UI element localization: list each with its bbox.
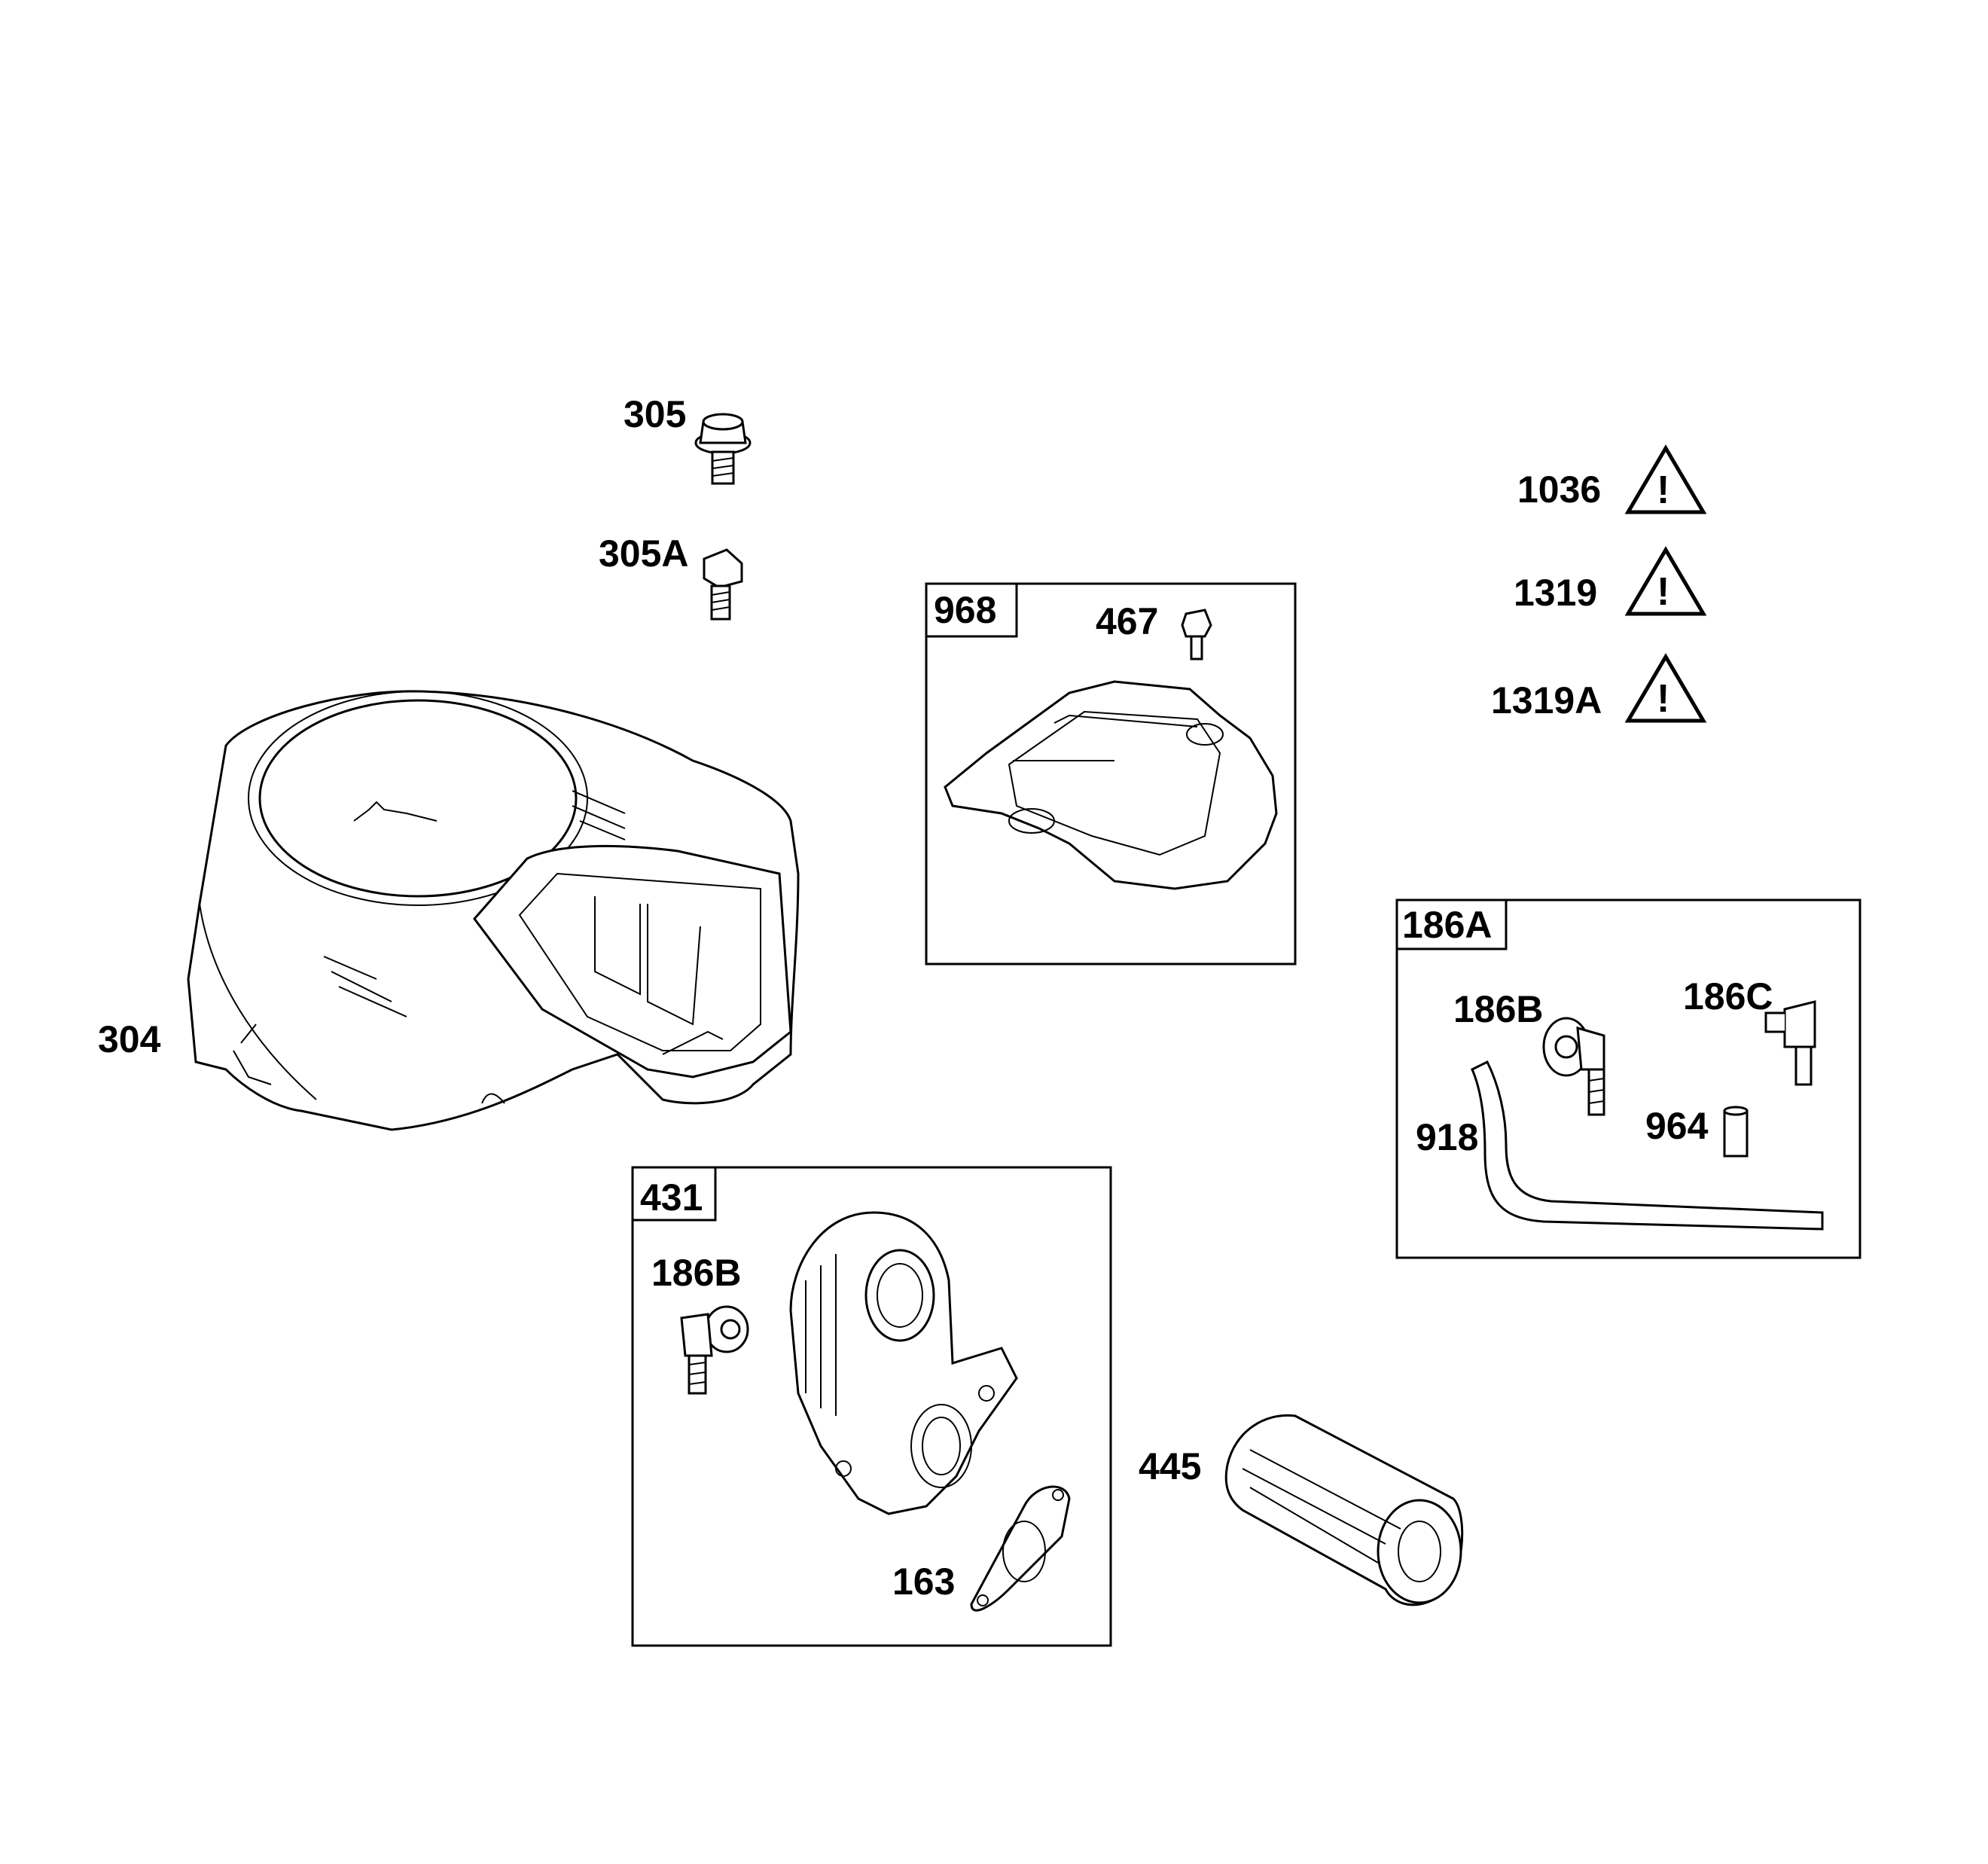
part-186c-fitting: [1764, 1000, 1816, 1086]
callout-305: 305: [624, 393, 687, 435]
part-186b-fitting: [680, 1305, 749, 1395]
warning-1036-icon: !: [1624, 444, 1707, 514]
part-431-intake-elbow: [789, 1211, 1018, 1515]
callout-186b: 186B: [651, 1252, 742, 1294]
callout-186c: 186C: [1683, 975, 1773, 1017]
callout-968: 968: [934, 589, 997, 631]
part-445-filter: [1224, 1414, 1464, 1606]
part-305a-screw: [703, 548, 743, 621]
warning-1319a-icon: !: [1624, 653, 1707, 723]
callout-918: 918: [1416, 1116, 1479, 1158]
part-305-bolt: [694, 413, 752, 485]
callout-964: 964: [1645, 1105, 1709, 1147]
part-186b-fitting-kit: [1542, 1017, 1605, 1116]
callout-467: 467: [1096, 600, 1159, 642]
svg-text:!: !: [1657, 468, 1669, 512]
part-163-gasket: [970, 1485, 1071, 1612]
part-304-blower-housing: [187, 690, 800, 1131]
callout-304: 304: [98, 1018, 161, 1060]
callout-431: 431: [640, 1176, 703, 1219]
callout-1319: 1319: [1514, 572, 1598, 614]
callout-1319a: 1319A: [1491, 679, 1602, 721]
callout-186b-kit: 186B: [1453, 988, 1544, 1030]
warning-1319-icon: !: [1624, 546, 1707, 616]
kit-box-431: [631, 1166, 1112, 1647]
part-467-screw: [1181, 609, 1212, 660]
svg-text:!: !: [1657, 570, 1669, 614]
callout-305a: 305A: [599, 532, 689, 575]
svg-text:!: !: [1657, 677, 1669, 721]
kit-box-968: [925, 582, 1297, 966]
callout-445: 445: [1139, 1445, 1202, 1487]
part-964-sleeve: [1723, 1106, 1749, 1158]
callout-163: 163: [892, 1560, 956, 1603]
kit-box-186a: [1395, 898, 1861, 1259]
part-968-cover: [944, 680, 1278, 890]
callout-1036: 1036: [1517, 468, 1602, 511]
part-918-hose: [1471, 1060, 1824, 1231]
callout-186a: 186A: [1402, 904, 1493, 946]
